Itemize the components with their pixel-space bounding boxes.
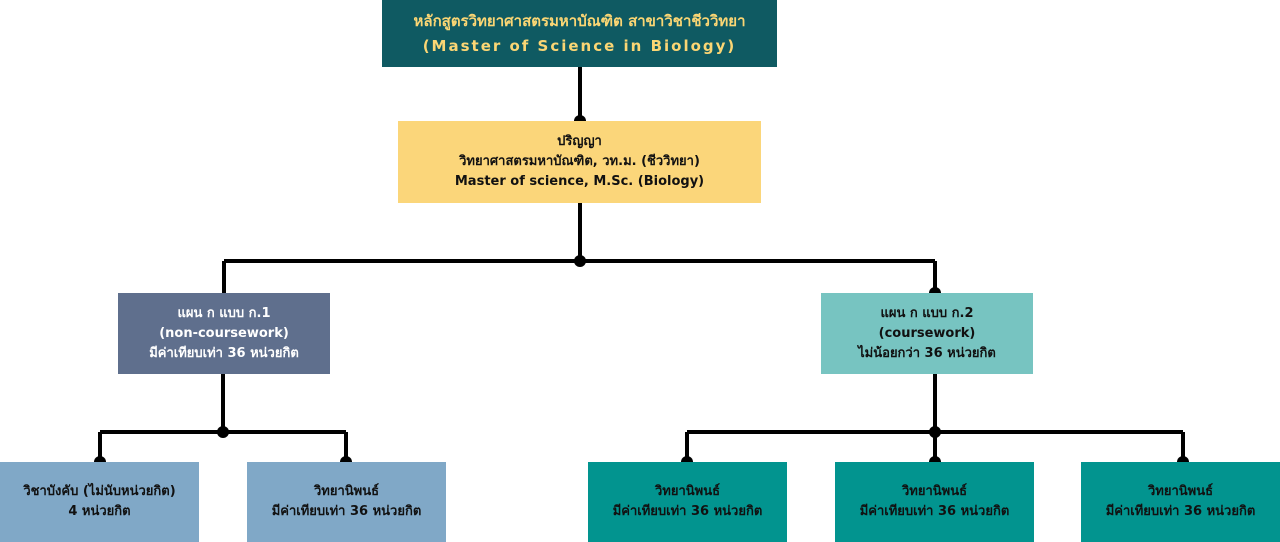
degree-box: ปริญญา วิทยาศาสตรมหาบัณฑิต, วท.ม. (ชีววิ… <box>398 121 761 203</box>
program-title-english: (Master of Science in Biology) <box>422 36 737 55</box>
degree-heading: ปริญญา <box>557 134 602 149</box>
junction-dot <box>574 255 586 267</box>
leaf-title: วิชาบังคับ (ไม่นับหน่วยกิต) <box>23 484 176 499</box>
plan-a2-thesis-box-3: วิทยานิพนธ์ มีค่าเทียบเท่า 36 หน่วยกิต <box>1081 462 1280 542</box>
leaf-title: วิทยานิพนธ์ <box>654 484 721 499</box>
leaf-title: วิทยานิพนธ์ <box>901 484 968 499</box>
junction-dot <box>217 426 229 438</box>
plan-a2-credits: ไม่น้อยกว่า 36 หน่วยกิต <box>858 345 996 361</box>
leaf-credits: มีค่าเทียบเท่า 36 หน่วยกิต <box>271 504 422 519</box>
plan-a2-thesis-box-2: วิทยานิพนธ์ มีค่าเทียบเท่า 36 หน่วยกิต <box>835 462 1034 542</box>
plan-a1-type: (non-coursework) <box>159 325 289 341</box>
plan-a1-box: แผน ก แบบ ก.1 (non-coursework) มีค่าเทีย… <box>118 293 330 374</box>
leaf-title: วิทยานิพนธ์ <box>313 484 380 499</box>
leaf-credits: มีค่าเทียบเท่า 36 หน่วยกิต <box>859 504 1010 519</box>
plan-a2-thesis-box-1: วิทยานิพนธ์ มีค่าเทียบเท่า 36 หน่วยกิต <box>588 462 787 542</box>
leaf-credits: มีค่าเทียบเท่า 36 หน่วยกิต <box>612 504 763 519</box>
plan-a1-credits: มีค่าเทียบเท่า 36 หน่วยกิต <box>149 345 299 361</box>
leaf-credits: มีค่าเทียบเท่า 36 หน่วยกิต <box>1105 504 1256 519</box>
plan-a1-thesis-box: วิทยานิพนธ์ มีค่าเทียบเท่า 36 หน่วยกิต <box>247 462 446 542</box>
program-title-thai: หลักสูตรวิทยาศาสตรมหาบัณฑิต สาขาวิชาชีวว… <box>413 11 746 30</box>
leaf-credits: 4 หน่วยกิต <box>68 504 131 519</box>
degree-name-thai: วิทยาศาสตรมหาบัณฑิต, วท.ม. (ชีววิทยา) <box>459 154 700 169</box>
plan-a2-box: แผน ก แบบ ก.2 (coursework) ไม่น้อยกว่า 3… <box>821 293 1033 374</box>
degree-name-english: Master of science, M.Sc. (Biology) <box>454 174 705 189</box>
plan-a2-title: แผน ก แบบ ก.2 <box>880 305 974 321</box>
leaf-title: วิทยานิพนธ์ <box>1147 484 1214 499</box>
plan-a1-title: แผน ก แบบ ก.1 <box>177 305 271 321</box>
plan-a1-required-courses-box: วิชาบังคับ (ไม่นับหน่วยกิต) 4 หน่วยกิต <box>0 462 199 542</box>
program-title-box: หลักสูตรวิทยาศาสตรมหาบัณฑิต สาขาวิชาชีวว… <box>382 0 777 67</box>
plan-a2-type: (coursework) <box>878 325 976 341</box>
junction-dot <box>929 426 941 438</box>
